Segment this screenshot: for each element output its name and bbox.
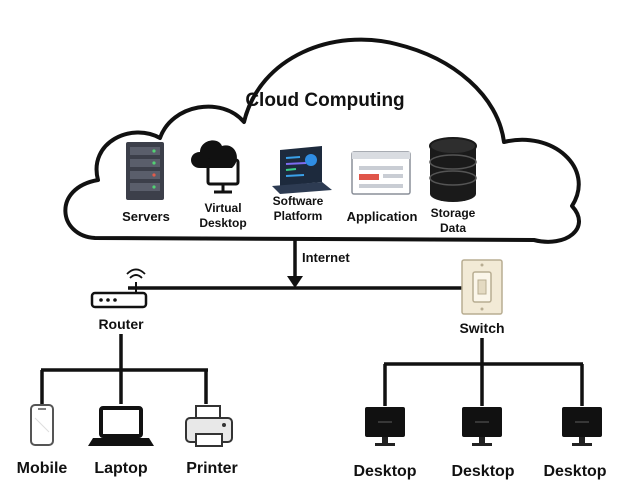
- virtual-desktop-label-1: Virtual: [204, 201, 241, 215]
- application-label: Application: [347, 209, 418, 224]
- imac-icon: [462, 407, 502, 446]
- desktop-cloud-icon: [191, 140, 240, 194]
- software-platform-label-2: Platform: [274, 209, 323, 223]
- router-icon: [90, 268, 148, 309]
- imac-icon: [562, 407, 602, 446]
- printer-label: Printer: [186, 460, 238, 477]
- server-rack-icon: [126, 142, 164, 200]
- internet-arrow: [287, 276, 303, 288]
- mobile-label: Mobile: [17, 460, 68, 477]
- desktop-3-label: Desktop: [543, 463, 606, 480]
- imac-icon: [365, 407, 405, 446]
- switch-plate-icon: [461, 259, 503, 315]
- printer-icon: [185, 405, 233, 447]
- laptop-icon: [88, 406, 154, 446]
- laptop-label: Laptop: [94, 460, 148, 477]
- storage-data-label-2: Data: [440, 221, 466, 235]
- desktop-1-label: Desktop: [353, 463, 416, 480]
- storage-data-label-1: Storage: [431, 206, 476, 220]
- desktop-2-label: Desktop: [451, 463, 514, 480]
- mobile-icon: [30, 404, 54, 446]
- software-platform-label-1: Software: [273, 194, 324, 208]
- router-label: Router: [98, 316, 144, 332]
- internet-label: Internet: [302, 250, 350, 265]
- browser-window-icon: [351, 151, 411, 195]
- cloud-title: Cloud Computing: [245, 90, 404, 111]
- switch-label: Switch: [459, 320, 504, 336]
- virtual-desktop-label-2: Desktop: [199, 216, 246, 230]
- laptop-code-icon: [272, 146, 332, 194]
- servers-label: Servers: [122, 209, 170, 224]
- database-icon: [429, 137, 477, 202]
